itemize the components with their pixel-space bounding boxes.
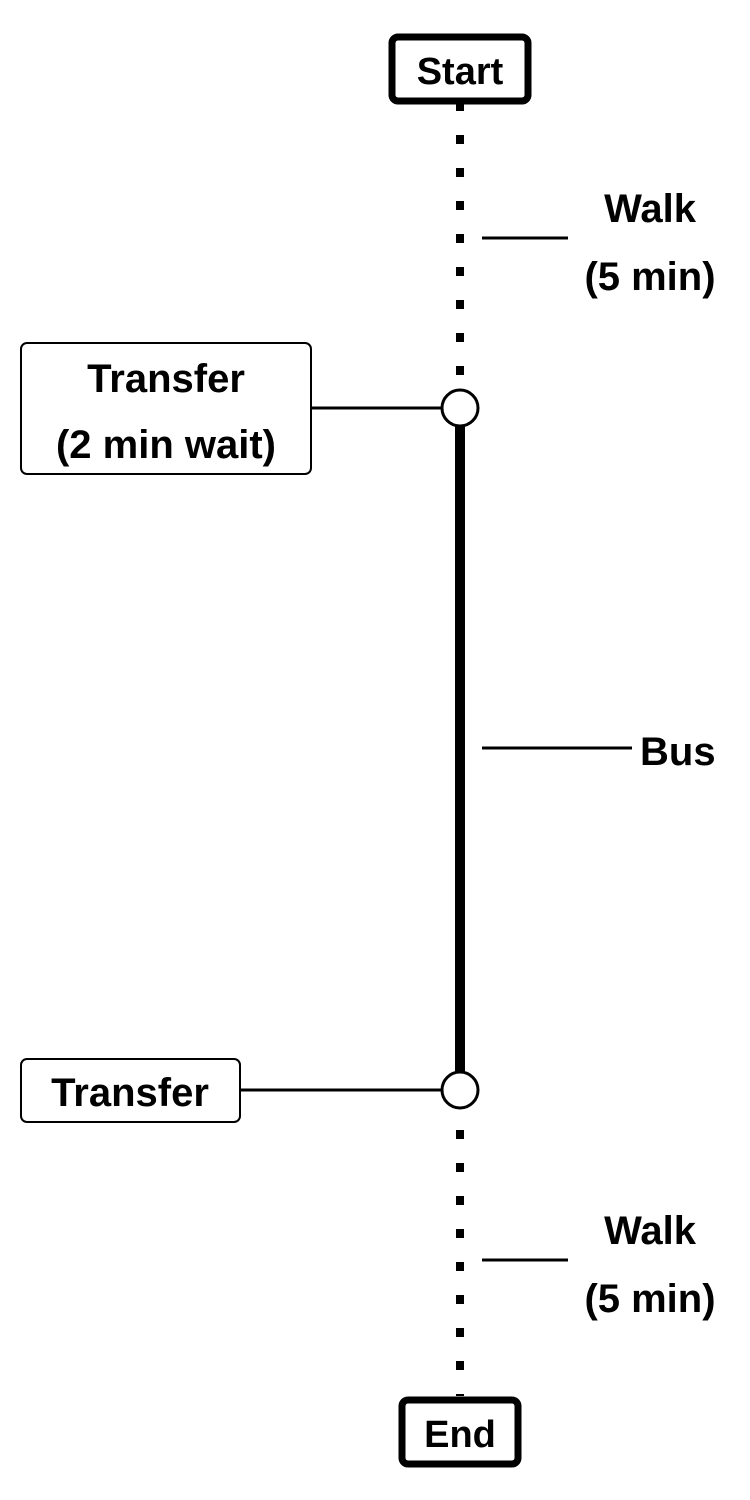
start-node: Start <box>388 33 532 105</box>
start-label: Start <box>417 51 504 93</box>
bus-mode: Bus <box>640 730 716 774</box>
transfer-1-box: Transfer (2 min wait) <box>20 342 312 475</box>
transfer-node-2 <box>440 1070 480 1110</box>
end-label: End <box>424 1414 496 1456</box>
transfer-node-1 <box>440 388 480 428</box>
transfer-2-title: Transfer <box>51 1071 209 1115</box>
walk-2-mode: Walk <box>604 1209 697 1253</box>
end-node: End <box>398 1396 522 1468</box>
transfer-1-title: Transfer <box>87 357 245 401</box>
transfer-1-note: (2 min wait) <box>56 423 276 467</box>
walk-1-mode: Walk <box>604 187 697 231</box>
walk-1-duration: (5 min) <box>584 255 715 299</box>
transfer-2-box: Transfer <box>20 1058 241 1123</box>
walk-2-duration: (5 min) <box>584 1277 715 1321</box>
